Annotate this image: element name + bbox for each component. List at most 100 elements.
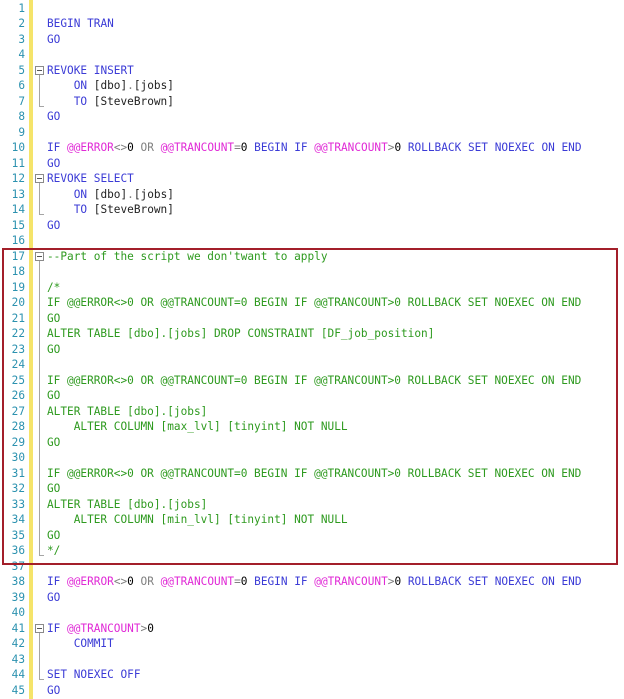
line-number: 38	[11, 575, 25, 588]
code-text: GO	[47, 590, 61, 604]
code-line[interactable]: 18	[0, 264, 624, 280]
code-line[interactable]: 16	[0, 233, 624, 249]
code-line[interactable]: 34 ALTER COLUMN [min_lvl] [tinyint] NOT …	[0, 512, 624, 528]
fold-collapse-icon[interactable]	[35, 251, 44, 261]
line-number: 33	[11, 497, 25, 511]
fold-guide-line	[39, 260, 40, 555]
code-line[interactable]: 37	[0, 559, 624, 575]
code-text: IF @@ERROR<>0 OR @@TRANCOUNT=0 BEGIN IF …	[47, 466, 582, 480]
line-number: 7	[18, 94, 25, 108]
code-line[interactable]: 24	[0, 357, 624, 373]
code-line[interactable]: 9	[0, 125, 624, 141]
line-number: 17	[11, 249, 25, 263]
line-number: 5	[18, 63, 25, 77]
line-number: 28	[11, 420, 25, 433]
code-text: --Part of the script we don'twant to app…	[47, 249, 328, 263]
code-line[interactable]: 26 GO	[0, 388, 624, 404]
line-number: 34	[11, 513, 25, 526]
line-number: 20	[11, 296, 25, 309]
code-text: GO	[47, 528, 61, 542]
line-number: 19	[11, 280, 25, 294]
code-line[interactable]: 2 BEGIN TRAN	[0, 16, 624, 32]
line-number: 10	[11, 141, 25, 154]
code-line[interactable]: 28 ALTER COLUMN [max_lvl] [tinyint] NOT …	[0, 419, 624, 435]
line-number: 42	[11, 637, 25, 650]
code-line[interactable]: 33 ALTER TABLE [dbo].[jobs]	[0, 497, 624, 513]
fold-collapse-icon[interactable]	[35, 623, 44, 633]
line-number: 26	[11, 389, 25, 402]
code-line[interactable]: 40	[0, 605, 624, 621]
code-text: BEGIN TRAN	[47, 17, 114, 30]
code-text: GO	[47, 435, 61, 449]
code-line[interactable]: 17 --Part of the script we don'twant to a…	[0, 249, 624, 265]
line-number: 8	[18, 110, 25, 123]
line-number: 2	[18, 17, 25, 30]
code-text: GO	[47, 156, 61, 170]
line-number: 15	[11, 218, 25, 232]
line-number: 31	[11, 466, 25, 480]
code-text: REVOKE INSERT	[47, 63, 134, 77]
code-line[interactable]: 29 GO	[0, 435, 624, 451]
code-line[interactable]: 35 GO	[0, 528, 624, 544]
code-line[interactable]: 4	[0, 47, 624, 63]
line-number: 36	[11, 544, 25, 557]
code-line[interactable]: 14 TO [SteveBrown]	[0, 202, 624, 218]
code-line[interactable]: 43	[0, 652, 624, 668]
code-line[interactable]: 19 /*	[0, 280, 624, 296]
code-line[interactable]: 36 */	[0, 543, 624, 559]
line-number: 24	[11, 358, 25, 371]
fold-collapse-icon[interactable]	[35, 65, 44, 75]
code-text: GO	[47, 482, 61, 495]
code-line[interactable]: 7 TO [SteveBrown]	[0, 94, 624, 110]
fold-guide-line	[39, 183, 40, 214]
line-number: 21	[11, 311, 25, 325]
code-line[interactable]: 5 REVOKE INSERT	[0, 63, 624, 79]
code-line[interactable]: 45 GO	[0, 683, 624, 699]
code-line[interactable]: 31 IF @@ERROR<>0 OR @@TRANCOUNT=0 BEGIN I…	[0, 466, 624, 482]
line-number: 11	[11, 156, 25, 170]
line-number: 45	[11, 683, 25, 697]
code-text: TO [SteveBrown]	[73, 203, 174, 216]
code-line[interactable]: 13 ON [dbo].[jobs]	[0, 187, 624, 203]
code-line[interactable]: 1	[0, 1, 624, 17]
code-line[interactable]: 11 GO	[0, 156, 624, 172]
fold-collapse-icon[interactable]	[35, 174, 44, 183]
code-text: GO	[47, 683, 61, 697]
code-text: /*	[47, 280, 61, 294]
line-number: 35	[11, 528, 25, 542]
line-number: 29	[11, 435, 25, 449]
code-text: GO	[47, 32, 61, 46]
code-line[interactable]: 30	[0, 450, 624, 466]
code-text: REVOKE SELECT	[47, 172, 134, 185]
line-number: 43	[11, 652, 25, 666]
line-number: 39	[11, 590, 25, 604]
code-line[interactable]: 39 GO	[0, 590, 624, 606]
code-text: GO	[47, 389, 61, 402]
code-text: */	[47, 544, 61, 557]
code-text: COMMIT	[73, 637, 114, 650]
code-line[interactable]: 42 COMMIT	[0, 636, 624, 652]
code-text: ON [dbo].[jobs]	[73, 79, 174, 92]
fold-end-marker	[39, 105, 44, 107]
code-text: ALTER COLUMN [max_lvl] [tinyint] NOT NUL…	[47, 420, 348, 433]
line-number: 41	[11, 621, 25, 635]
line-number: 18	[11, 265, 25, 278]
code-line[interactable]: 6 ON [dbo].[jobs]	[0, 78, 624, 94]
code-text: ALTER TABLE [dbo].[jobs]	[47, 497, 208, 511]
